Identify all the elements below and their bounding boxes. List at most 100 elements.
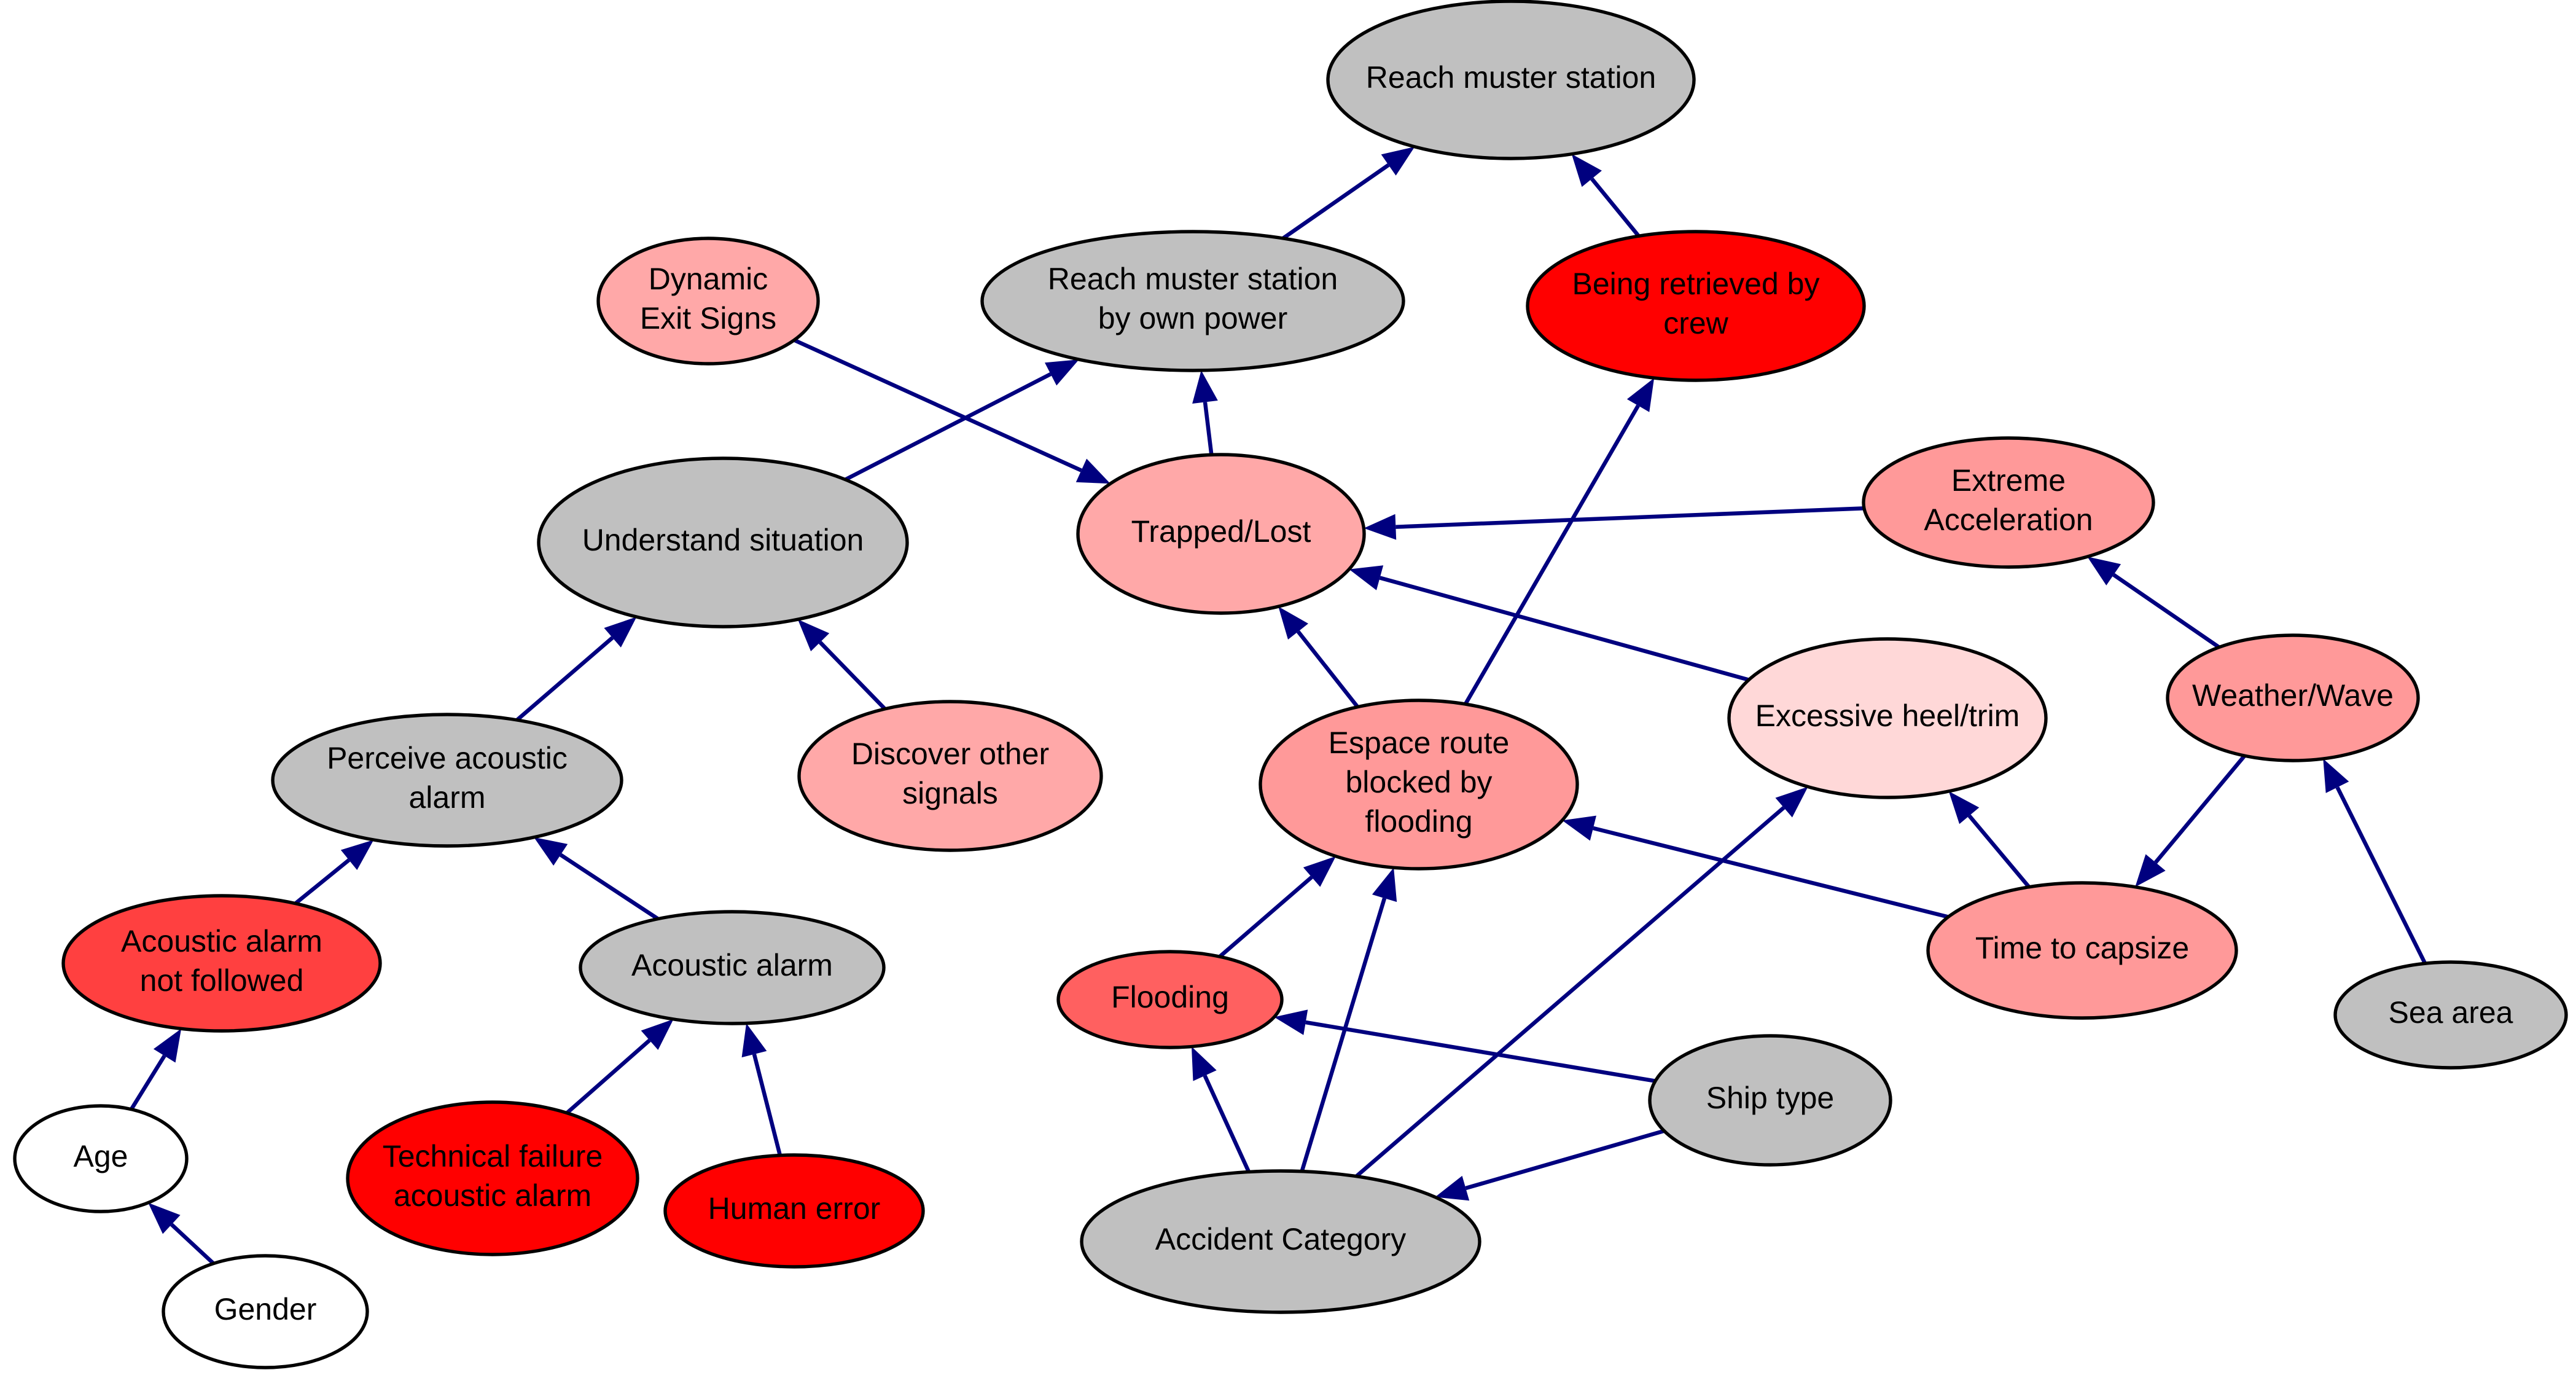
edge-line	[1464, 404, 1640, 705]
edge-ship_type-to-flooding	[1274, 1009, 1656, 1083]
edge-accident_cat-to-flooding	[1191, 1046, 1251, 1173]
node-ellipse	[1526, 230, 1866, 382]
node-accident-cat: Accident Category	[1080, 1169, 1481, 1314]
node-label: Human error	[708, 1191, 881, 1226]
edge-acoustic_alarm-to-perceive	[534, 837, 660, 921]
node-label: signals	[902, 776, 998, 810]
node-human-error: Human error	[663, 1153, 925, 1269]
node-label: Discover other	[851, 737, 1049, 771]
edge-line	[1282, 163, 1390, 240]
edge-line	[1203, 402, 1214, 455]
arrowhead-icon	[604, 617, 637, 648]
edge-line	[1379, 576, 1750, 682]
arrowhead-icon	[1775, 786, 1808, 818]
node-heel: Excessive heel/trim	[1727, 637, 2048, 799]
edge-retrieved-to-reach_muster	[1571, 154, 1641, 238]
node-ellipse	[2333, 960, 2568, 1070]
edge-line	[1593, 826, 1949, 919]
node-acoustic-alarm: Acoustic alarm	[579, 910, 886, 1025]
edge-line	[1355, 806, 1786, 1178]
node-ellipse	[1926, 881, 2238, 1020]
edge-line	[1967, 814, 2031, 888]
arrowhead-icon	[1571, 154, 1602, 187]
node-ellipse	[1862, 436, 2155, 569]
node-ellipse	[537, 456, 909, 628]
node-label: blocked by	[1345, 765, 1492, 799]
edge-line	[130, 1054, 166, 1111]
edge-line	[565, 1038, 651, 1114]
arrowhead-icon	[1562, 815, 1596, 841]
arrowhead-icon	[1192, 370, 1218, 404]
node-label: Weather/Wave	[2192, 678, 2394, 713]
node-ellipse	[162, 1254, 369, 1369]
node-ellipse	[13, 1104, 189, 1213]
node-label: Acoustic alarm	[121, 924, 322, 958]
edge-heel-to-trapped	[1349, 565, 1750, 682]
arrowhead-icon	[1349, 565, 1384, 590]
edge-line	[793, 338, 1082, 472]
node-ellipse	[61, 894, 382, 1033]
edge-understand-to-own_power	[844, 359, 1079, 482]
node-label: crew	[1663, 306, 1728, 340]
edge-extreme_acc-to-trapped	[1364, 506, 1865, 540]
node-label: Time to capsize	[1975, 931, 2189, 965]
edge-line	[170, 1223, 215, 1266]
node-understand: Understand situation	[537, 456, 909, 628]
edge-line	[2112, 573, 2220, 649]
arrowhead-icon	[2135, 854, 2166, 887]
node-label: Accident Category	[1155, 1222, 1407, 1256]
node-label: Perceive acoustic	[327, 741, 568, 775]
node-ellipse	[579, 910, 886, 1025]
node-label: Exit Signs	[640, 301, 776, 335]
arrowhead-icon	[1435, 1175, 1470, 1201]
edge-escape_blocked-to-trapped	[1278, 606, 1359, 708]
edge-line	[844, 372, 1052, 482]
node-label: by own power	[1098, 301, 1288, 335]
arrowhead-icon	[2087, 557, 2121, 585]
edge-ship_type-to-accident_cat	[1435, 1129, 1665, 1201]
arrowhead-icon	[153, 1028, 182, 1063]
arrowhead-icon	[1372, 867, 1397, 902]
arrowhead-icon	[797, 619, 830, 652]
node-gender: Gender	[162, 1254, 369, 1369]
node-ellipse	[346, 1100, 639, 1256]
node-ellipse	[1056, 950, 1284, 1049]
node-flooding: Flooding	[1056, 950, 1284, 1049]
edge-accident_cat-to-heel	[1355, 786, 1808, 1178]
edge-line	[1305, 1020, 1656, 1083]
arrowhead-icon	[148, 1202, 181, 1234]
edge-weather-to-extreme_acc	[2087, 557, 2220, 649]
node-ellipse	[1326, 0, 1696, 160]
node-label: Reach muster station	[1366, 60, 1656, 95]
node-weather: Weather/Wave	[2166, 633, 2420, 762]
node-label: Extreme	[1951, 463, 2066, 498]
node-label: Sea area	[2389, 995, 2513, 1030]
node-label: Flooding	[1111, 980, 1229, 1014]
node-label: alarm	[408, 780, 485, 815]
arrowhead-icon	[1075, 458, 1110, 484]
arrowhead-icon	[1303, 856, 1336, 887]
node-ellipse	[1648, 1034, 1892, 1167]
node-sea-area: Sea area	[2333, 960, 2568, 1070]
node-perceive: Perceive acoustic alarm	[271, 713, 623, 848]
edge-line	[1300, 898, 1387, 1172]
edge-sea_area-to-weather	[2323, 758, 2427, 965]
edge-line	[1203, 1075, 1251, 1173]
node-ellipse	[1259, 699, 1579, 871]
edge-line	[1296, 630, 1359, 708]
arrowhead-icon	[641, 1019, 674, 1051]
edge-line	[515, 636, 614, 722]
node-label: flooding	[1365, 804, 1472, 839]
node-label: acoustic alarm	[394, 1178, 591, 1213]
edge-line	[2335, 786, 2427, 965]
edge-line	[752, 1054, 783, 1156]
edge-human_error-to-acoustic_alarm	[741, 1023, 783, 1156]
node-ship-type: Ship type	[1648, 1034, 1892, 1167]
node-ellipse	[1080, 1169, 1481, 1314]
edge-line	[2154, 754, 2246, 864]
